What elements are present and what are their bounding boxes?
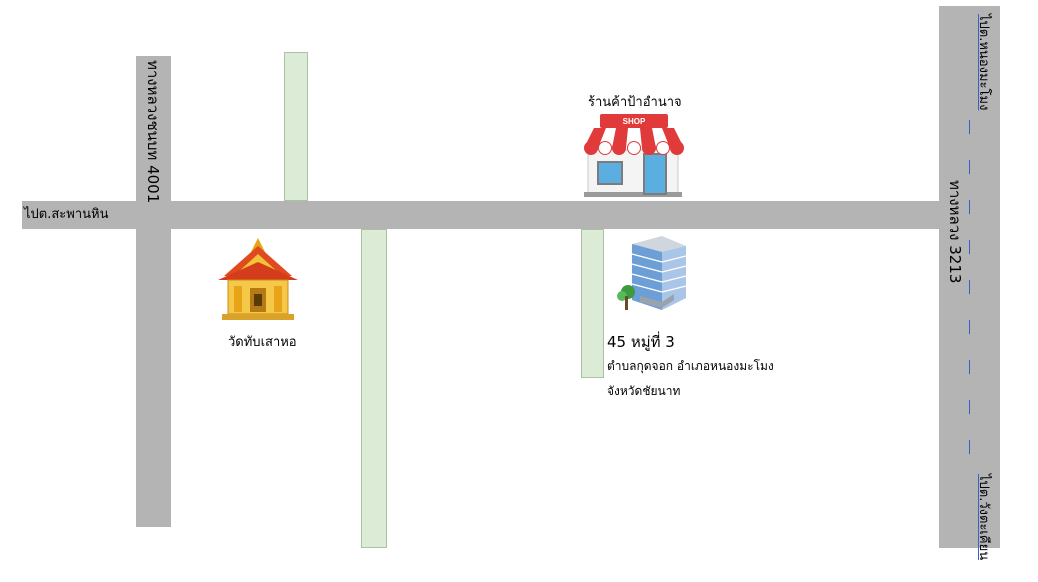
road-4001-label: ทางหลวงชนบท 4001 xyxy=(144,60,162,204)
to-north-label: ไปต.หนองมะโมง xyxy=(976,14,991,111)
address-line-1: 45 หมู่ที่ 3 xyxy=(607,333,675,351)
main-road-west-label: ไปต.สะพานหิน xyxy=(24,207,109,222)
address-line-2: ตำบลกุดจอก อำเภอหนองมะโมง xyxy=(607,359,774,373)
center-dash xyxy=(969,160,970,174)
office-building-icon xyxy=(617,236,687,310)
side-lane-north xyxy=(284,52,308,201)
center-dash xyxy=(969,200,970,214)
road-3213-label: ทางหลวง 3213 xyxy=(946,180,964,284)
side-lane-office xyxy=(581,229,604,378)
center-dash xyxy=(969,240,970,254)
address-line-3: จังหวัดชัยนาท xyxy=(607,384,681,398)
shop-sign: SHOP xyxy=(623,117,646,126)
road-3213 xyxy=(939,6,1000,548)
center-dash xyxy=(969,440,970,454)
center-dash xyxy=(969,320,970,334)
to-south-label: ไปต.วังตะเคียน xyxy=(976,474,991,561)
road-4001 xyxy=(136,56,171,527)
side-lane-south xyxy=(361,229,387,548)
center-dash xyxy=(969,360,970,374)
center-dash xyxy=(969,280,970,294)
shop-icon: SHOP xyxy=(584,114,684,197)
center-dash xyxy=(969,120,970,134)
temple-icon xyxy=(218,238,298,320)
shop-name: ร้านค้าป้าอำนาจ xyxy=(588,95,682,110)
temple-name: วัดทับเสาหอ xyxy=(228,335,297,350)
center-dash xyxy=(969,400,970,414)
main-east-west-road xyxy=(22,201,962,229)
